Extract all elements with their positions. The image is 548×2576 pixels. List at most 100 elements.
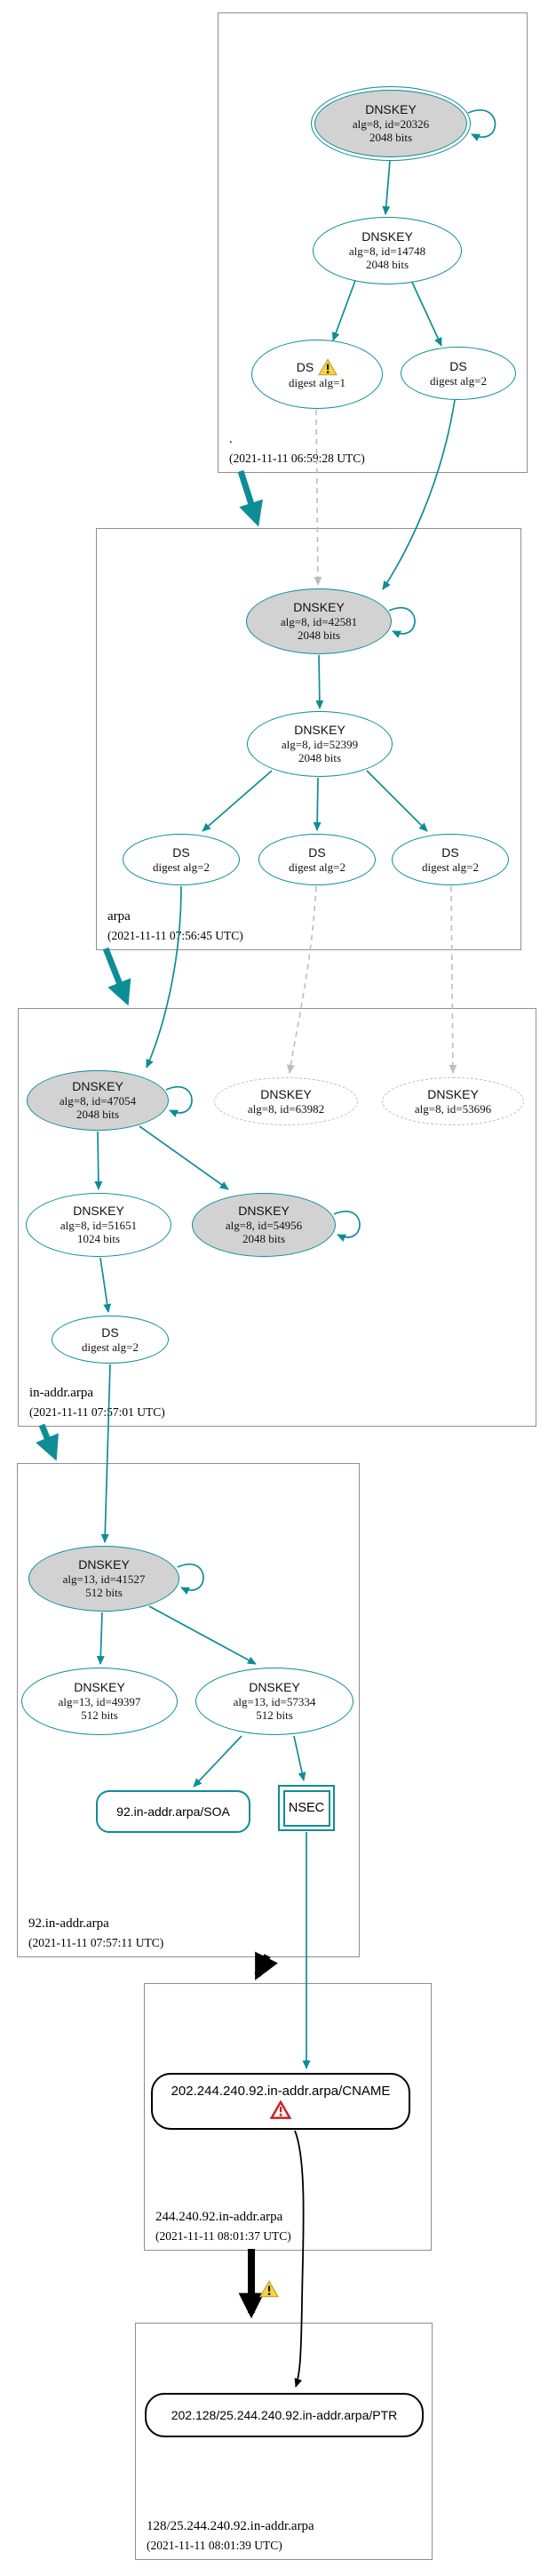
- dnskey-node-51651[interactable]: DNSKEY alg=8, id=51651 1024 bits: [26, 1193, 171, 1257]
- zone-label-244-240-92: 244.240.92.in-addr.arpa (2021-11-11 08:0…: [155, 2209, 291, 2243]
- zone-name: 244.240.92.in-addr.arpa: [155, 2209, 283, 2224]
- ds-node-arpa-3[interactable]: DS digest alg=2: [392, 834, 509, 885]
- zone-name: .: [229, 431, 233, 446]
- node-detail: digest alg=2: [421, 860, 480, 874]
- zone-name: arpa: [107, 908, 131, 924]
- dnskey-node-53696[interactable]: DNSKEY alg=8, id=53696: [382, 1077, 524, 1125]
- node-bits: 2048 bits: [369, 131, 413, 145]
- node-detail: digest alg=2: [81, 1340, 139, 1354]
- node-title: DNSKEY: [427, 1086, 479, 1101]
- warning-icon: [318, 358, 338, 376]
- cname-rrset-node[interactable]: 202.244.240.92.in-addr.arpa/CNAME: [151, 2073, 410, 2130]
- delegation-92-to-244: [254, 1951, 278, 1980]
- node-label: NSEC: [288, 1801, 325, 1815]
- ds-node-digest1[interactable]: DS digest alg=1: [251, 340, 383, 409]
- zone-name: 128/25.244.240.92.in-addr.arpa: [147, 2518, 314, 2533]
- node-detail: alg=8, id=53696: [414, 1101, 492, 1116]
- ds-node-in-addr[interactable]: DS digest alg=2: [52, 1316, 169, 1364]
- ptr-rrset-node[interactable]: 202.128/25.244.240.92.in-addr.arpa/PTR: [145, 2393, 424, 2437]
- node-title: DS: [296, 359, 314, 374]
- node-detail: alg=13, id=41527: [62, 1572, 146, 1587]
- ds-node-arpa-1[interactable]: DS digest alg=2: [123, 834, 240, 885]
- zone-name: in-addr.arpa: [29, 1385, 94, 1400]
- zone-timestamp: (2021-11-11 06:59:28 UTC): [229, 451, 365, 465]
- delegation-root-to-arpa: [237, 469, 263, 527]
- node-title: DNSKEY: [293, 600, 345, 615]
- node-title: DNSKEY: [78, 1557, 130, 1572]
- node-detail: alg=8, id=14748: [348, 244, 426, 259]
- zone-box-92-in-addr-arpa: 92.in-addr.arpa (2021-11-11 07:57:11 UTC…: [17, 1463, 360, 1957]
- node-title: DNSKEY: [72, 1079, 123, 1094]
- zone-label-root: . (2021-11-11 06:59:28 UTC): [229, 431, 365, 465]
- node-detail: alg=13, id=49397: [58, 1695, 141, 1709]
- zone-label-92-in-addr-arpa: 92.in-addr.arpa (2021-11-11 07:57:11 UTC…: [28, 1916, 164, 1949]
- zone-box-244-240-92: 244.240.92.in-addr.arpa (2021-11-11 08:0…: [144, 1983, 432, 2251]
- node-title: DS: [449, 358, 467, 373]
- zone-box-in-addr-arpa: in-addr.arpa (2021-11-11 07:57:01 UTC): [18, 1008, 536, 1427]
- node-title: DNSKEY: [294, 723, 345, 738]
- ds-node-arpa-2[interactable]: DS digest alg=2: [258, 834, 376, 885]
- error-icon: [270, 2100, 291, 2119]
- dnskey-node-57334[interactable]: DNSKEY alg=13, id=57334 512 bits: [195, 1668, 353, 1735]
- delegation-in-addr-to-92: [36, 1423, 59, 1461]
- node-title: DNSKEY: [73, 1204, 124, 1219]
- zone-box-128-25: 128/25.244.240.92.in-addr.arpa (2021-11-…: [135, 2323, 433, 2560]
- dnskey-node-42581[interactable]: DNSKEY alg=8, id=42581 2048 bits: [246, 588, 392, 654]
- delegation-warning-icon: [259, 2280, 279, 2298]
- node-label: 202.244.240.92.in-addr.arpa/CNAME: [171, 2084, 391, 2099]
- node-title: DNSKEY: [260, 1086, 312, 1101]
- node-bits: 2048 bits: [365, 258, 409, 272]
- node-detail: alg=8, id=20326: [352, 117, 430, 132]
- ds-node-digest2-root[interactable]: DS digest alg=2: [401, 347, 516, 400]
- zone-label-128-25: 128/25.244.240.92.in-addr.arpa (2021-11-…: [147, 2518, 314, 2552]
- node-label: 202.128/25.244.240.92.in-addr.arpa/PTR: [171, 2408, 398, 2422]
- dnskey-node-54956[interactable]: DNSKEY alg=8, id=54956 2048 bits: [192, 1193, 336, 1257]
- zone-timestamp: (2021-11-11 07:57:11 UTC): [28, 1935, 164, 1949]
- zone-timestamp: (2021-11-11 08:01:39 UTC): [147, 2538, 282, 2552]
- zone-timestamp: (2021-11-11 08:01:37 UTC): [155, 2228, 291, 2243]
- node-bits: 2048 bits: [297, 628, 341, 643]
- node-title: DNSKEY: [238, 1204, 290, 1219]
- node-bits: 512 bits: [85, 1586, 123, 1600]
- dnskey-node-20326-inner: DNSKEY alg=8, id=20326 2048 bits: [314, 90, 467, 157]
- zone-label-arpa: arpa (2021-11-11 07:56:45 UTC): [107, 908, 243, 942]
- node-detail: alg=8, id=54956: [225, 1219, 303, 1233]
- dnskey-node-52399[interactable]: DNSKEY alg=8, id=52399 2048 bits: [247, 711, 393, 777]
- zone-label-in-addr-arpa: in-addr.arpa (2021-11-11 07:57:01 UTC): [29, 1385, 165, 1419]
- dnskey-node-63982[interactable]: DNSKEY alg=8, id=63982: [214, 1077, 358, 1125]
- dnskey-node-14748[interactable]: DNSKEY alg=8, id=14748 2048 bits: [313, 217, 462, 284]
- delegation-arpa-to-in-addr: [102, 947, 131, 1006]
- dnskey-node-20326[interactable]: DNSKEY alg=8, id=20326 2048 bits: [311, 86, 471, 161]
- node-bits: 512 bits: [256, 1708, 293, 1723]
- zone-timestamp: (2021-11-11 07:56:45 UTC): [107, 928, 243, 942]
- node-detail: digest alg=1: [288, 376, 346, 390]
- node-bits: 1024 bits: [76, 1232, 121, 1246]
- soa-rrset-node[interactable]: 92.in-addr.arpa/SOA: [96, 1790, 250, 1833]
- zone-timestamp: (2021-11-11 07:57:01 UTC): [29, 1404, 165, 1419]
- node-detail: alg=8, id=63982: [247, 1101, 325, 1116]
- node-title: DNSKEY: [249, 1680, 300, 1695]
- dnskey-node-41527[interactable]: DNSKEY alg=13, id=41527 512 bits: [28, 1546, 179, 1612]
- node-detail: digest alg=2: [429, 373, 488, 388]
- node-title: DNSKEY: [361, 229, 413, 244]
- dnskey-node-47054[interactable]: DNSKEY alg=8, id=47054 2048 bits: [27, 1070, 169, 1131]
- node-detail: alg=8, id=52399: [281, 738, 359, 752]
- node-title: DS: [172, 844, 190, 860]
- node-detail: alg=8, id=47054: [59, 1094, 137, 1108]
- node-detail: alg=8, id=51651: [60, 1219, 138, 1233]
- node-bits: 512 bits: [81, 1708, 118, 1723]
- node-detail: digest alg=2: [152, 860, 210, 874]
- node-title: DS: [441, 844, 459, 860]
- dnskey-node-49397[interactable]: DNSKEY alg=13, id=49397 512 bits: [21, 1668, 178, 1735]
- node-detail: digest alg=2: [288, 860, 346, 874]
- node-detail: alg=13, id=57334: [233, 1695, 316, 1709]
- node-title: DS: [101, 1324, 119, 1340]
- nsec-node[interactable]: NSEC: [278, 1785, 335, 1831]
- zone-box-root: . (2021-11-11 06:59:28 UTC): [218, 12, 528, 473]
- node-detail: alg=8, id=42581: [280, 615, 358, 629]
- nsec-node-inner: NSEC: [282, 1789, 330, 1827]
- node-title: DS: [308, 844, 326, 860]
- node-bits: 2048 bits: [298, 751, 342, 765]
- zone-name: 92.in-addr.arpa: [28, 1916, 109, 1931]
